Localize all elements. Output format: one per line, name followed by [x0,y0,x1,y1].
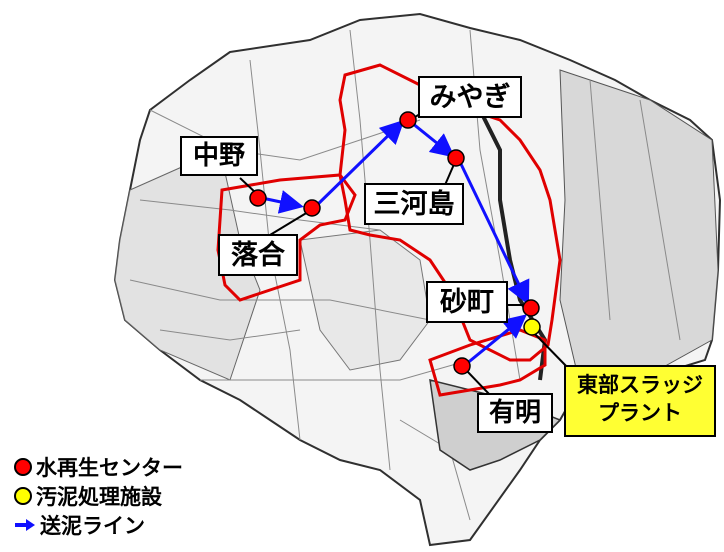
southeast-service-boundary [428,328,547,397]
label-sunamachi: 砂町 [426,281,508,323]
plant-line-2: プラント [598,401,682,425]
red-circle-icon [14,458,32,476]
ward-east-region [559,69,719,386]
station-marker-ochiai [303,199,321,217]
station-marker-nakano [249,189,267,207]
label-mikawashima: 三河島 [364,183,464,225]
ward-center-region [299,229,431,371]
label-tobu-sludge-plant: 東部スラッジ プラント [564,365,716,437]
legend-label-water-center: 水再生センター [36,456,183,480]
facility-marker-tobu [523,318,541,336]
label-ochiai: 落合 [218,234,298,276]
blue-arrow-icon [15,519,35,531]
legend-item-water-center: 水再生センター [14,452,183,482]
station-marker-sunamachi [522,299,540,317]
station-marker-mikawashima [447,149,465,167]
legend-label-pipeline: 送泥ライン [40,514,145,538]
station-marker-ariake [453,357,471,375]
legend-item-sludge-facility: 汚泥処理施設 [14,481,162,511]
legend-item-pipeline: 送泥ライン [14,510,145,540]
ward-west-region [114,149,261,381]
yellow-circle-icon [14,487,32,505]
pipelines [261,119,530,367]
label-nakano: 中野 [180,136,258,176]
label-miyagi: みやぎ [418,76,522,118]
station-marker-miyagi [399,111,417,129]
label-ariake: 有明 [477,393,553,433]
legend-label-sludge-facility: 汚泥処理施設 [36,485,162,509]
plant-line-1: 東部スラッジ [577,373,703,397]
